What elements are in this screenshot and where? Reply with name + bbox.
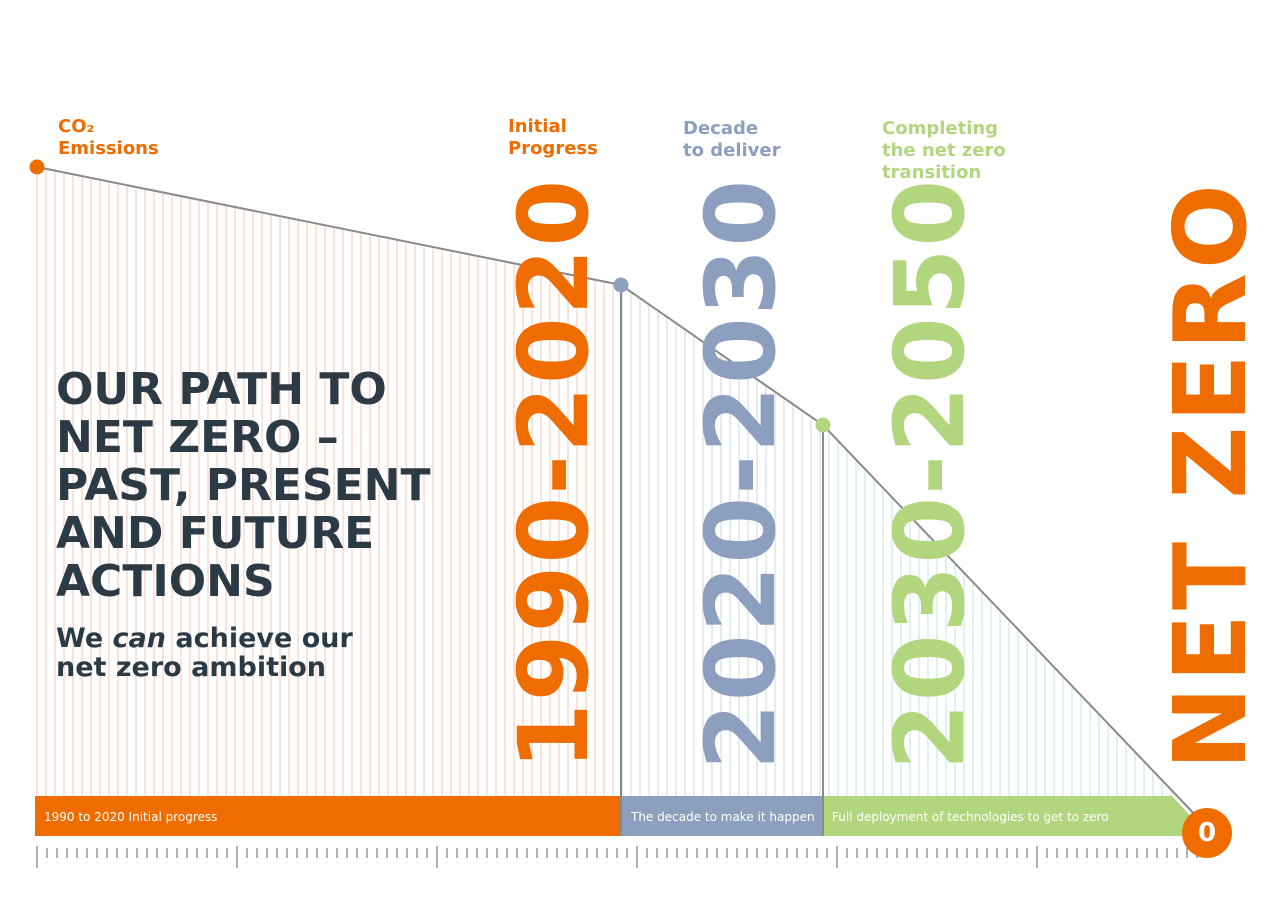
timeline-ruler — [36, 846, 1198, 868]
decade-to-deliver-label: Decade to deliver — [683, 118, 781, 161]
milestone-points — [29, 159, 831, 433]
bar-full-deployment — [823, 796, 1200, 836]
co2-emissions-label: CO₂ Emissions — [58, 116, 159, 159]
net-zero-label: NET ZERO — [1152, 180, 1269, 770]
year-label-2020-2030: 2020-2030 — [685, 177, 797, 770]
point-2030 — [815, 417, 831, 433]
year-label-1990-2020: 1990-2020 — [498, 177, 610, 770]
page-headline: OUR PATH TO NET ZERO – PAST, PRESENT AND… — [56, 364, 431, 607]
point-2020 — [613, 277, 629, 293]
bar-initial-progress — [35, 796, 621, 836]
timeline-bars — [35, 796, 1200, 836]
period-dividers — [620, 285, 824, 836]
initial-progress-label: Initial Progress — [508, 116, 598, 159]
emissions-path-line — [36, 166, 1201, 821]
bar-text-decade: The decade to make it happen — [631, 810, 815, 824]
page-subheadline: We can achieve our net zero ambition — [56, 623, 353, 683]
bar-text-full-deployment: Full deployment of technologies to get t… — [832, 810, 1109, 824]
bar-text-initial-progress: 1990 to 2020 Initial progress — [44, 810, 218, 824]
hatch-lines — [36, 167, 1172, 796]
year-label-2030-2050: 2030-2050 — [874, 177, 986, 770]
point-1990 — [29, 159, 45, 175]
completing-transition-label: Completing the net zero transition — [882, 118, 1006, 183]
zero-badge: 0 — [1182, 808, 1232, 858]
bar-decade — [621, 796, 823, 836]
